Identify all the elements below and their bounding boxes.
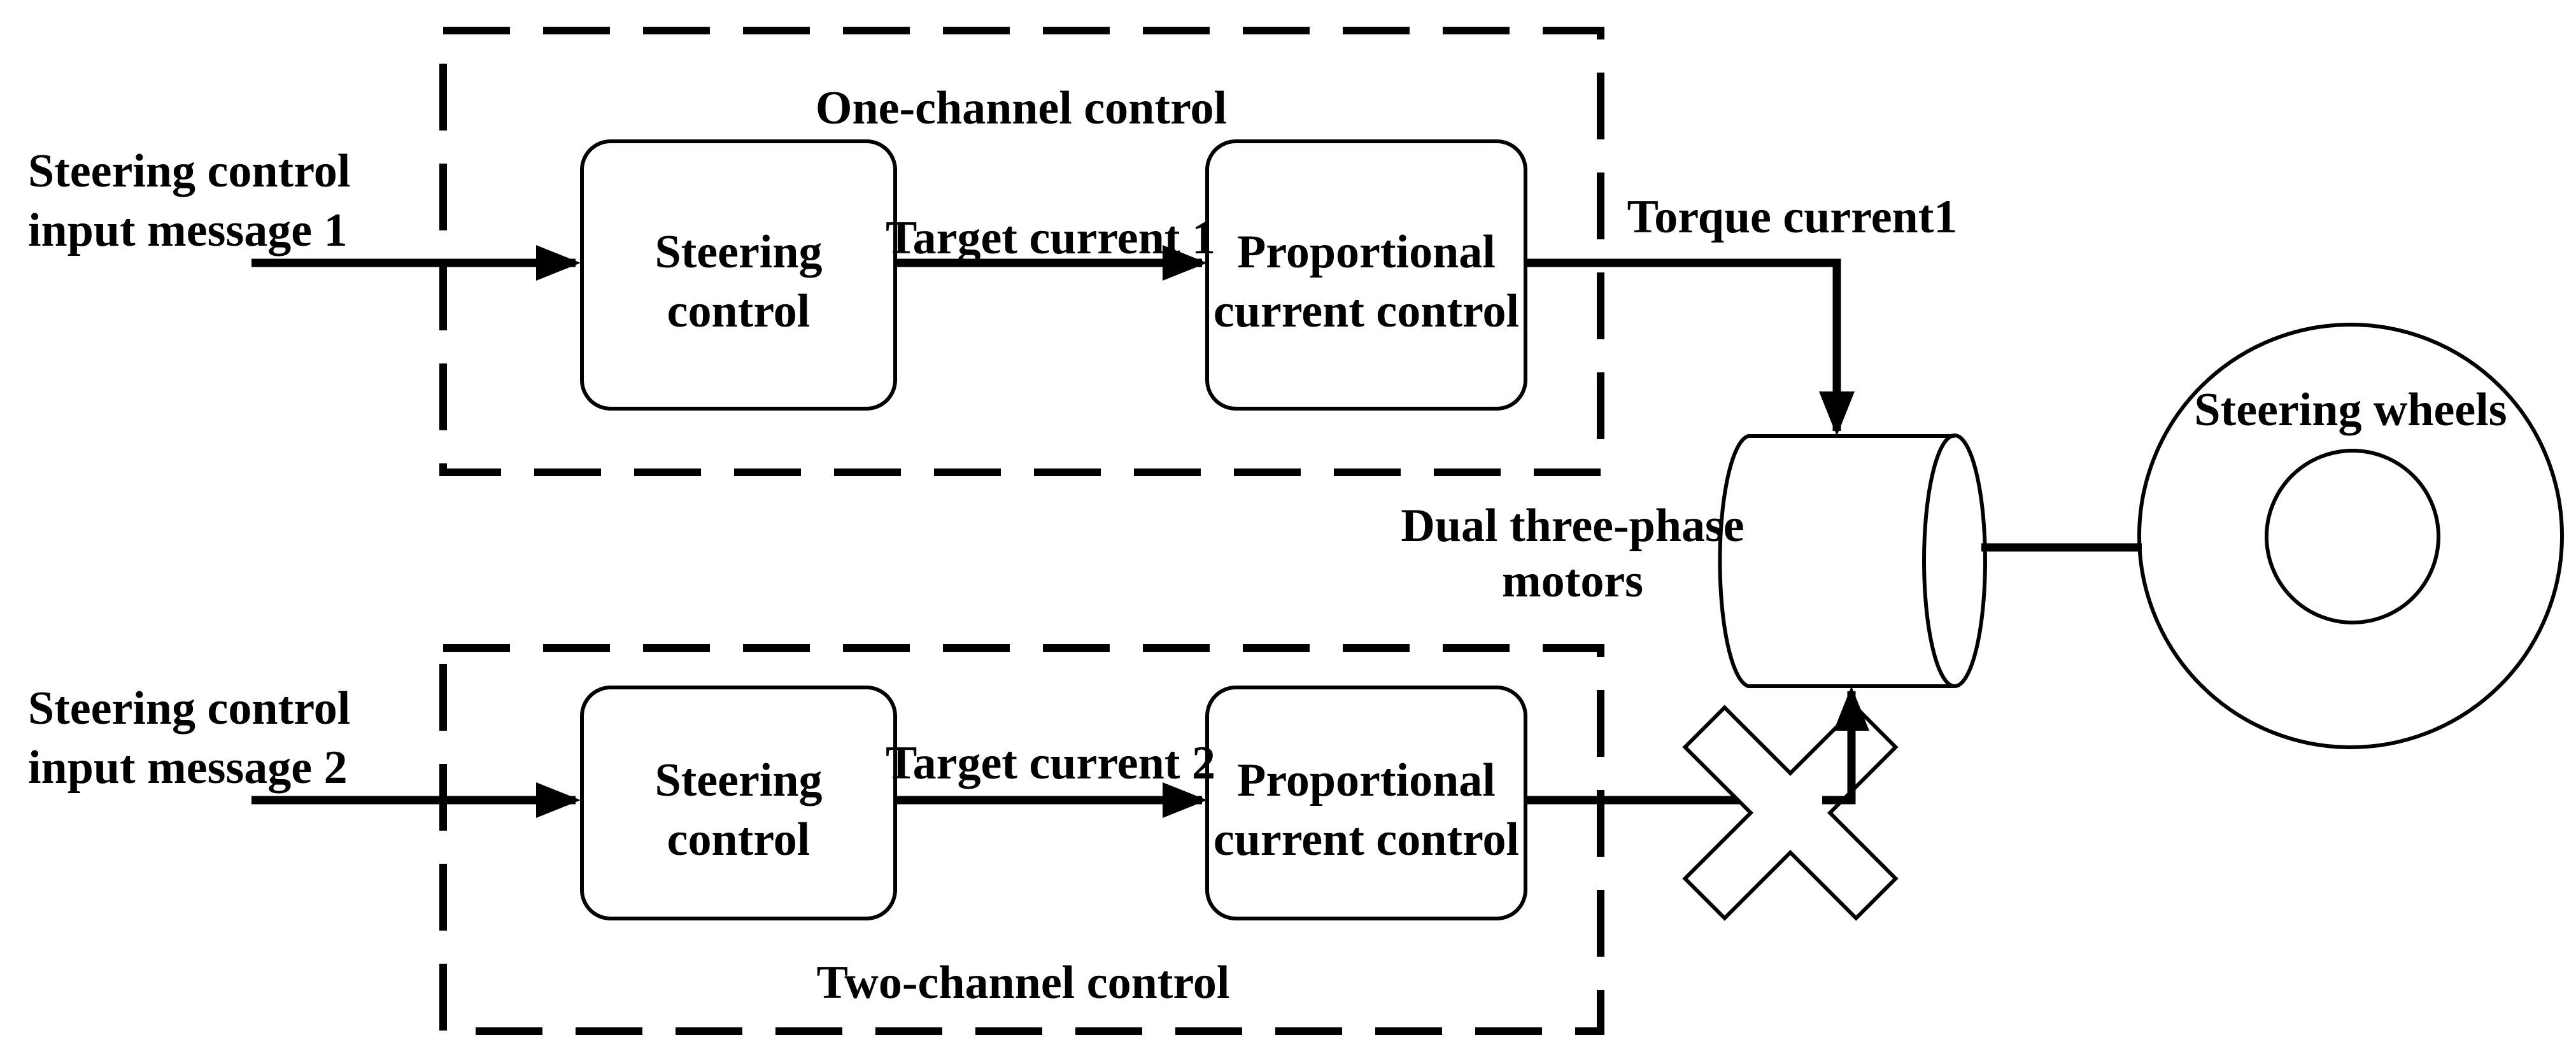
- input-message-1-line2: input message 1: [28, 204, 348, 257]
- input-message-1-label: Steering control input message 1: [28, 145, 350, 257]
- motor-label-line2: motors: [1502, 555, 1643, 607]
- motor-label-line1: Dual three-phase: [1401, 500, 1744, 552]
- proportional-box-1-line2: current control: [1214, 285, 1519, 337]
- proportional-box-2-line1: Proportional: [1237, 754, 1496, 806]
- steering-wheels-label: Steering wheels: [2194, 384, 2507, 436]
- steering-control-box-1-line2: control: [667, 285, 810, 337]
- proportional-box-2-line2: current control: [1214, 813, 1519, 866]
- proportional-current-control-box-1: [1205, 139, 1527, 411]
- channel2-blocked-arrow: [1822, 686, 1869, 805]
- input-message-2-label: Steering control input message 2: [28, 682, 350, 794]
- proportional-box-1-line1: Proportional: [1237, 226, 1496, 278]
- steering-control-box-1: [580, 139, 897, 411]
- two-channel-group-label: Two-channel control: [817, 957, 1230, 1009]
- failure-cross-icon: [1682, 705, 1899, 921]
- motor-label: Dual three-phase motors: [1401, 500, 1744, 607]
- steering-control-box-1-line1: Steering: [655, 226, 822, 278]
- target-current-1-label: Target current 1: [886, 212, 1215, 264]
- torque-current-1-label: Torque current1: [1627, 191, 1958, 243]
- one-channel-group-label: One-channel control: [816, 82, 1227, 134]
- input-message-1-line1: Steering control: [28, 145, 350, 197]
- input-message-2-line2: input message 2: [28, 742, 348, 794]
- input-message-2-line1: Steering control: [28, 682, 350, 735]
- steering-wheel-icon: [2137, 323, 2564, 749]
- motor-cylinder-icon: [1718, 433, 1987, 688]
- steering-control-box-2-line1: Steering: [655, 754, 822, 806]
- two-channel-group-box: [439, 644, 1604, 1035]
- torque-current-path: [1525, 258, 1855, 436]
- target-current-2-label: Target current 2: [886, 737, 1215, 789]
- steering-control-box-2-line2: control: [667, 813, 810, 866]
